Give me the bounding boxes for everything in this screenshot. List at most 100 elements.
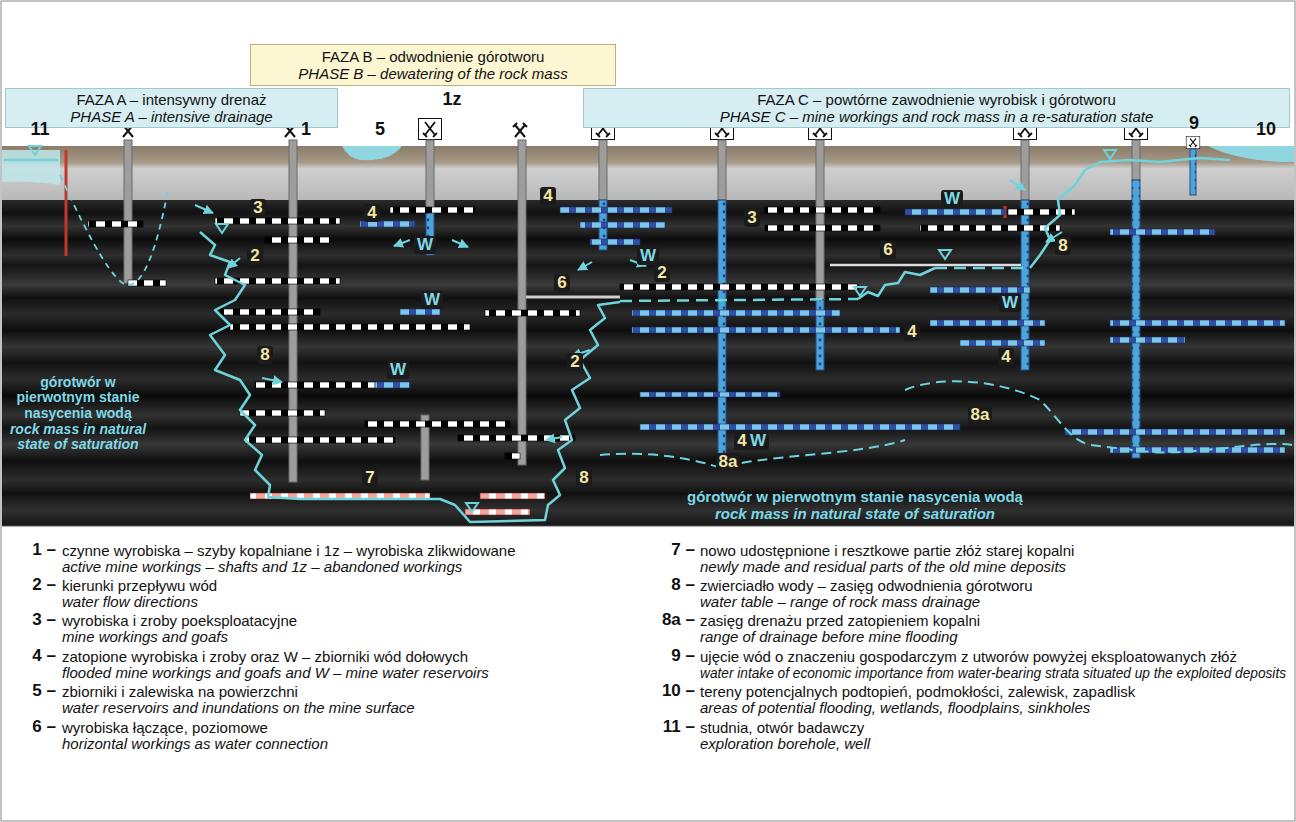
water-table-part [200, 232, 620, 522]
flooded-workings-part [640, 424, 960, 430]
reservoir-mark: W [999, 294, 1021, 313]
workings-part [265, 237, 330, 243]
workings-part [390, 207, 475, 213]
flooded-workings-part [632, 310, 840, 316]
shaft-symbols-part [513, 123, 527, 137]
workings-part [88, 221, 143, 227]
phase-subtitle: PHASE C – mine workings and rock mass in… [720, 108, 1154, 125]
legend-text: zatopione wyrobiska i zroby oraz W – zbi… [62, 648, 468, 665]
legend-number: 1 – [32, 541, 56, 560]
flow-arrows-part [546, 437, 562, 440]
flooded-workings [360, 207, 1285, 453]
new-deposits [250, 493, 545, 515]
new-deposits-part [465, 509, 530, 515]
flooded-workings-part [375, 382, 410, 388]
reservoir-mark: W [747, 432, 769, 451]
phase-title: FAZA C – powtórne zawodnienie wyrobisk i… [757, 91, 1116, 108]
callout-number: 9 [1189, 114, 1199, 134]
legend-text: zwierciadło wody – zasięg odwodnienia gó… [700, 577, 1033, 594]
callout-number: 2 [567, 353, 582, 372]
water-table-part [858, 268, 935, 299]
flooded-workings-part [632, 327, 900, 333]
new-deposits-part [480, 493, 545, 499]
strata-part [2, 146, 1294, 202]
flow-arrows-part [195, 205, 213, 213]
shaft-symbols-part [1186, 136, 1200, 148]
flow-arrows-part [578, 262, 592, 270]
callout-number: 2 [247, 247, 262, 266]
legend-number: 9 – [671, 647, 695, 666]
phase-box: FAZA A – intensywny drenażPHASE A – inte… [5, 88, 338, 128]
shafts-part [1021, 140, 1029, 200]
callout-number: 8a [716, 453, 741, 472]
water-table [4, 158, 1292, 522]
connecting-workings-part [526, 296, 620, 299]
legend-text: zasięg drenażu przed zatopieniem kopalni [700, 612, 980, 629]
callout-number: 1z [442, 90, 461, 110]
legend-text: exploration borehole, well [700, 735, 870, 752]
flow-arrows-part [228, 258, 240, 268]
flow-arrows [195, 180, 1062, 440]
flow-arrows-part [452, 240, 468, 247]
flooded-workings-part [590, 239, 640, 245]
legend-text: wyrobiska i zroby poeksploatacyjne [62, 612, 297, 629]
callout-number: 8 [576, 469, 591, 488]
phase-subtitle: PHASE A – intensive drainage [70, 108, 272, 125]
legend-number: 7 – [671, 541, 695, 560]
shafts-part [1132, 180, 1140, 458]
flooded-workings-part [560, 207, 672, 213]
workings-part [365, 421, 510, 427]
flooded-workings-part [930, 287, 1030, 293]
legend-text: mine workings and goafs [62, 628, 228, 645]
legend-number: 2 – [32, 576, 56, 595]
shafts-part [518, 140, 526, 465]
flooded-workings-part [1110, 337, 1185, 343]
legend-text: ujęcie wód o znaczeniu gospodarczym z ut… [700, 648, 1237, 665]
reservoir-mark: W [387, 361, 409, 380]
phase-subtitle: PHASE B – dewatering of the rock mass [298, 65, 567, 82]
workings-part [245, 437, 395, 443]
callout-number: 8 [1055, 237, 1070, 256]
flooded-workings-part [1110, 320, 1285, 326]
connecting-workings-part [830, 264, 1021, 267]
legend-text: nowo udostępnione i resztkowe partie złó… [700, 542, 1074, 559]
legend-text: flooded mine workings and goafs and W – … [62, 664, 489, 681]
shafts-part [599, 140, 607, 200]
legend-text: czynne wyrobiska – szyby kopalniane i 1z… [62, 542, 516, 559]
flow-arrows-part [1010, 180, 1025, 190]
zone-label: górotwór w pierwotnym stanie nasycenia w… [687, 489, 1023, 506]
callout-number: 2 [654, 264, 669, 283]
workings-part [255, 382, 375, 388]
water-table-markers-part [854, 287, 866, 296]
legend-number: 11 – [663, 718, 695, 737]
legend-text: studnia, otwór badawczy [700, 719, 864, 736]
water-table-markers-part [939, 250, 951, 259]
shafts-part [816, 140, 824, 300]
legend-text: water reservoirs and inundations on the … [62, 699, 415, 716]
workings-part [765, 207, 880, 213]
workings-part [220, 309, 320, 315]
callout-number: 3 [250, 199, 265, 218]
legend-text: water intake of economic importance from… [700, 664, 1286, 681]
legend-number: 3 – [32, 611, 56, 630]
legend-number: 4 – [32, 647, 56, 666]
shafts-part [1190, 149, 1196, 195]
workings-part [230, 324, 470, 330]
callout-number: 6 [554, 274, 569, 293]
flooded-workings-part [905, 209, 1005, 215]
water-table-part [935, 267, 1028, 270]
water-table-part [4, 159, 58, 162]
water-table-markers [29, 146, 1116, 512]
callout-number: 7 [362, 469, 377, 488]
workings-part [765, 225, 880, 231]
phase-title: FAZA B – odwodnienie górotworu [322, 48, 545, 65]
legend-number: 8a – [662, 611, 695, 630]
zone-label: rock mass in natural state of saturation [715, 506, 995, 523]
water-table-part [60, 175, 168, 285]
workings-part [458, 435, 575, 441]
legend-text: kierunki przepływu wód [62, 577, 217, 594]
callout-number: 8 [257, 346, 272, 365]
boreholes-part [65, 150, 68, 256]
reservoir-mark: W [637, 247, 659, 266]
